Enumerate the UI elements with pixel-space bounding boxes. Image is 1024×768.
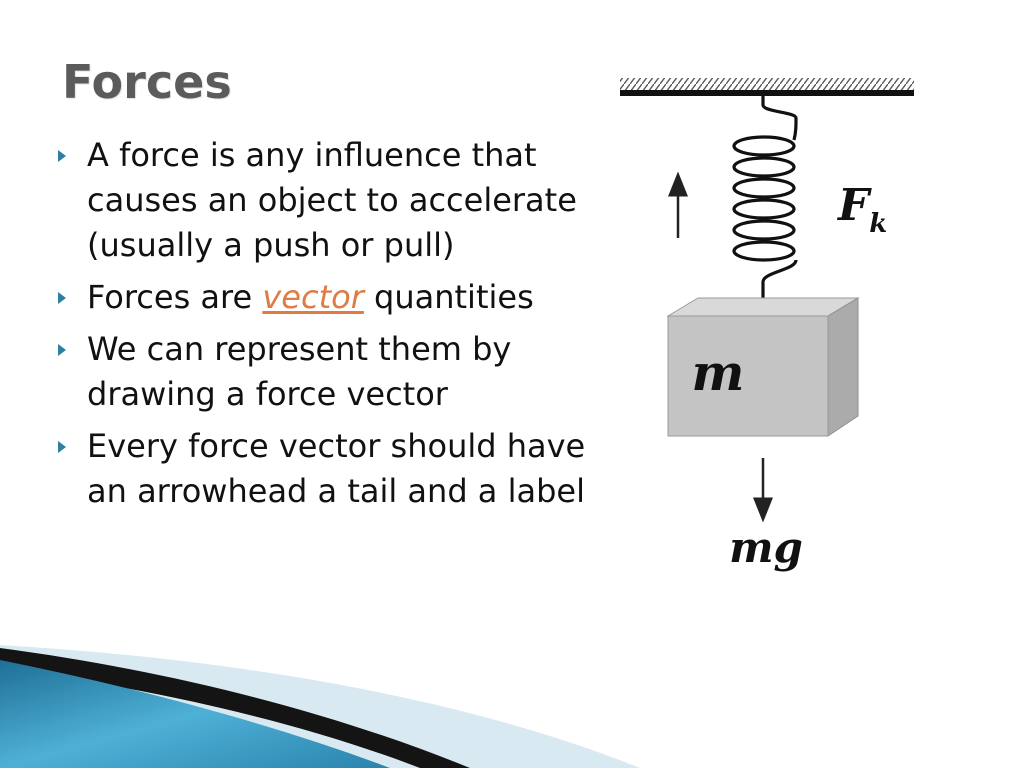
bullet-text: A force is any influence that causes an … — [87, 136, 577, 264]
bullet-arrow-icon — [58, 344, 66, 356]
ceiling-hatch — [620, 78, 914, 90]
bullet-text: Every force vector should have an arrowh… — [87, 427, 586, 510]
spring-mass-diagram: m Fk mg — [620, 78, 914, 572]
ceiling-bar — [620, 90, 914, 96]
bullet-item: Forces are vector quantities — [56, 275, 616, 320]
bullet-item: We can represent them by drawing a force… — [56, 327, 616, 417]
swoosh-light-band — [0, 645, 640, 768]
block-side-face — [827, 297, 859, 437]
mass-label: m — [692, 343, 745, 402]
bullet-text-before: Forces are — [87, 278, 263, 316]
bullet-arrow-icon — [58, 441, 66, 453]
bullet-text: We can represent them by drawing a force… — [87, 330, 512, 413]
bullet-list: A force is any influence that causes an … — [56, 133, 616, 521]
bullet-item: Every force vector should have an arrowh… — [56, 424, 616, 514]
mass-block: m — [666, 297, 860, 437]
spring-force-symbol: F — [836, 180, 872, 231]
bullet-arrow-icon — [58, 292, 66, 304]
weight-label: mg — [729, 523, 803, 572]
spring — [732, 96, 798, 310]
block-front-face — [667, 315, 829, 437]
bullet-item: A force is any influence that causes an … — [56, 133, 616, 268]
bullet-arrow-icon — [58, 150, 66, 162]
swoosh-black-band — [0, 648, 470, 768]
spring-force-subscript: k — [869, 209, 887, 239]
spring-force-label: Fk — [836, 180, 887, 239]
slide-title: Forces — [62, 55, 232, 109]
vector-link[interactable]: vector — [262, 278, 364, 316]
bullet-text-after: quantities — [363, 278, 534, 316]
block-top-face — [666, 297, 860, 317]
swoosh-blue-band — [0, 660, 390, 768]
